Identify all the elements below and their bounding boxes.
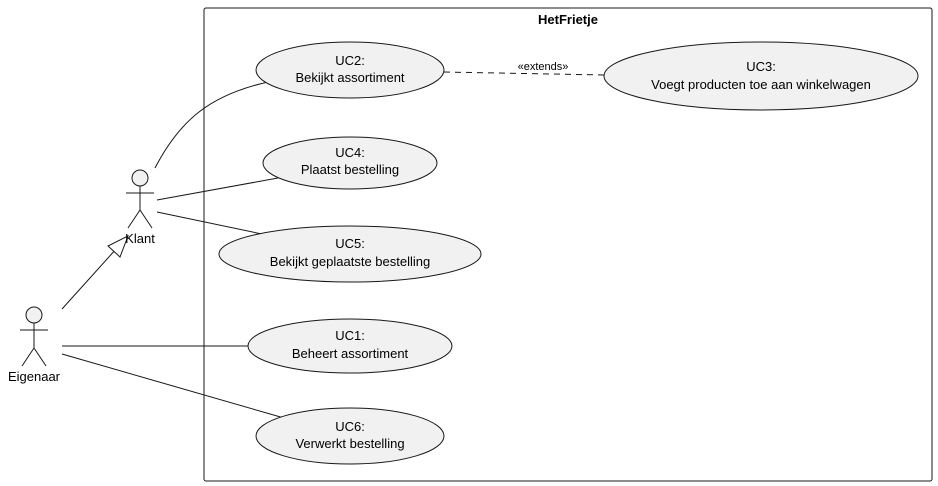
uc4-name: Plaatst bestelling — [301, 162, 399, 177]
uc1-name: Beheert assortiment — [292, 346, 409, 361]
use-case-uc4: UC4: Plaatst bestelling — [262, 136, 438, 190]
extends-label: «extends» — [518, 61, 569, 73]
association-klant-uc2 — [154, 81, 269, 169]
uc2-id: UC2: — [335, 53, 365, 68]
uc3-id: UC3: — [746, 59, 776, 74]
use-case-uc5: UC5: Bekijkt geplaatste bestelling — [218, 225, 482, 283]
uc6-id: UC6: — [335, 419, 365, 434]
uc1-id: UC1: — [335, 328, 365, 343]
association-eigenaar-uc6 — [61, 353, 285, 419]
uc3-name: Voegt producten toe aan winkelwagen — [651, 77, 871, 92]
use-case-uc1: UC1: Beheert assortiment — [247, 318, 453, 374]
uc2-name: Bekijkt assortiment — [295, 70, 404, 85]
actor-eigenaar-label: Eigenaar — [8, 369, 61, 384]
uc6-name: Verwerkt bestelling — [295, 436, 404, 451]
use-case-uc6: UC6: Verwerkt bestelling — [255, 407, 445, 465]
actor-klant-label: Klant — [125, 231, 155, 246]
system-title: HetFrietje — [538, 12, 598, 27]
actor-eigenaar: Eigenaar — [8, 306, 61, 384]
uc5-name: Bekijkt geplaatste bestelling — [270, 254, 430, 269]
extends-line — [443, 71, 605, 76]
association-klant-uc5 — [156, 211, 263, 235]
generalization-line — [61, 247, 118, 310]
uc5-id: UC5: — [335, 236, 365, 251]
actor-klant: Klant — [125, 169, 155, 246]
generalization-arrowhead — [107, 234, 129, 258]
use-case-uc2: UC2: Bekijkt assortiment — [255, 41, 445, 99]
use-case-uc3: UC3: Voegt producten toe aan winkelwagen — [603, 41, 919, 111]
actor-eigenaar-head — [25, 306, 43, 324]
association-klant-uc4 — [156, 177, 279, 201]
uc4-id: UC4: — [335, 145, 365, 160]
actor-klant-head — [131, 169, 149, 187]
